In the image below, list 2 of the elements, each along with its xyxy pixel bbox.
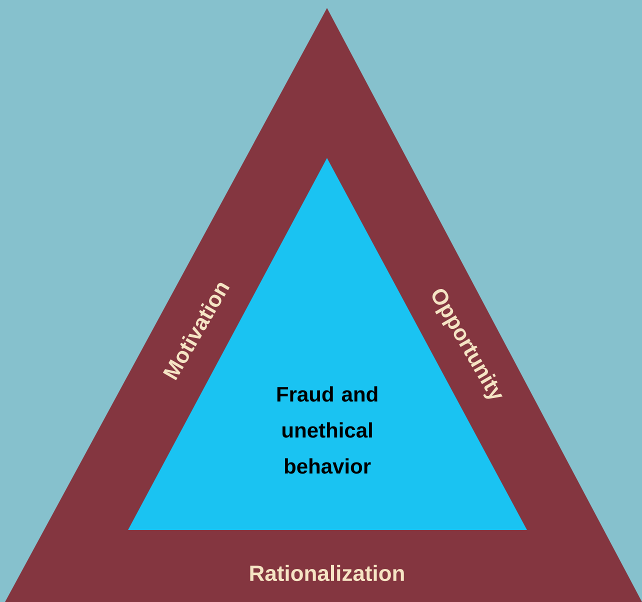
side-label: Rationalization [250, 564, 404, 582]
center-label: Fraud and unethical behavior [277, 386, 378, 474]
